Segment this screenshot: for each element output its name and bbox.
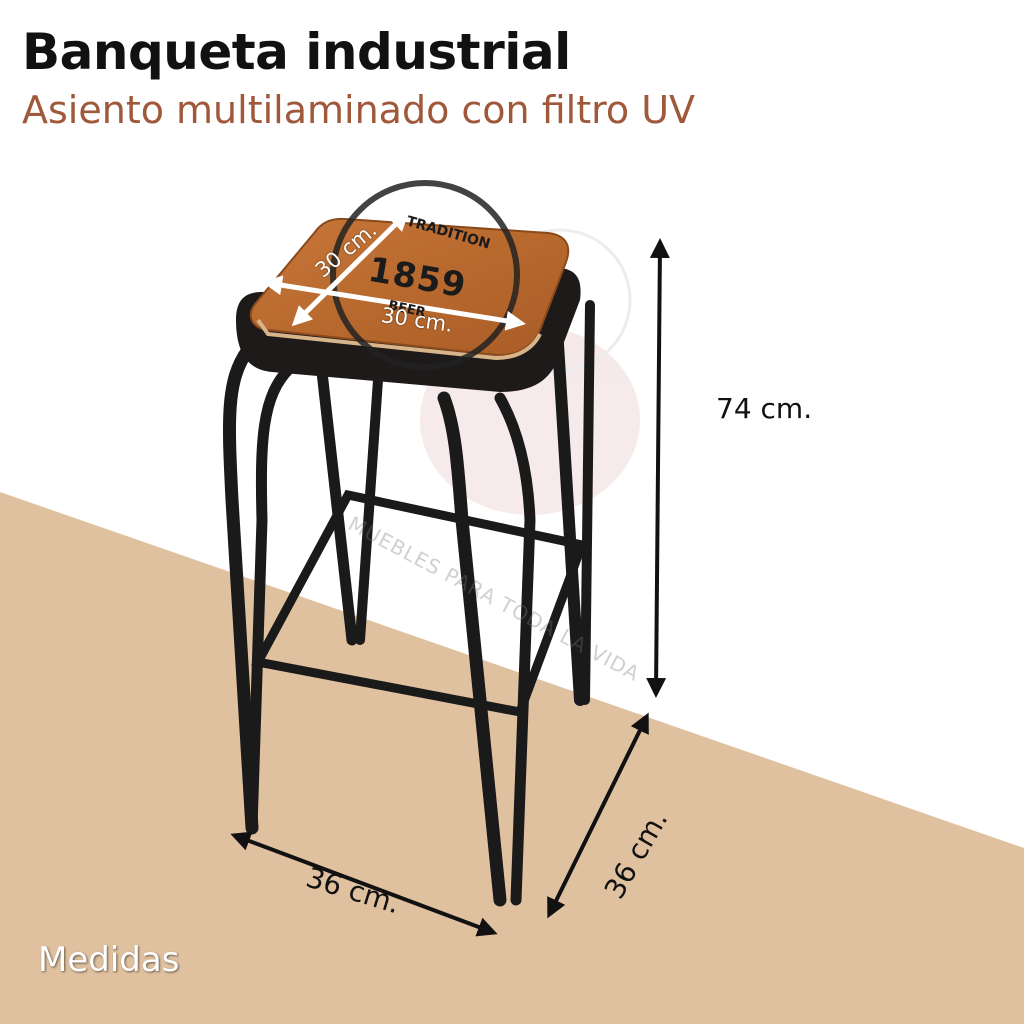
height-label: 74 cm. xyxy=(716,392,813,425)
page-subtitle: Asiento multilaminado con filtro UV xyxy=(22,88,696,132)
height-arrow xyxy=(646,238,670,698)
front-left-leg-2 xyxy=(246,362,296,834)
front-left-leg xyxy=(223,343,259,835)
seat-depth-arrow xyxy=(291,210,410,327)
page-title: Banqueta industrial xyxy=(22,23,571,81)
rear-right-leg-2 xyxy=(550,306,586,706)
seat-dimension-arrows xyxy=(262,210,526,331)
caption-medidas: Medidas xyxy=(38,940,180,980)
footrest-ring xyxy=(251,489,589,718)
side-depth-arrow xyxy=(547,712,649,919)
stool-frame xyxy=(223,300,595,907)
front-right-leg-2 xyxy=(494,392,536,906)
rear-right-leg-3 xyxy=(580,300,595,705)
rear-right-leg xyxy=(355,375,383,645)
front-width-arrow xyxy=(230,831,498,937)
measurement-arrows xyxy=(230,238,670,937)
seat-edge xyxy=(256,318,542,361)
front-right-leg xyxy=(437,391,507,907)
